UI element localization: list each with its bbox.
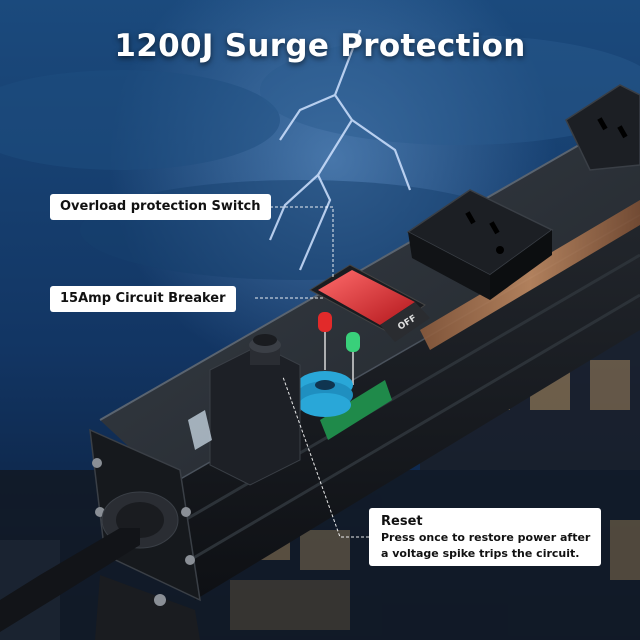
blue-coil (297, 371, 353, 417)
overload-leader-line (270, 206, 334, 277)
reset-callout-line-2: a voltage spike trips the circuit. (381, 547, 580, 560)
headline-title: 1200J Surge Protection (114, 28, 526, 64)
outlet-2 (565, 84, 640, 171)
circuit-board (320, 380, 392, 440)
overload-switch-callout: Overload protection Switch (50, 194, 271, 220)
copper-bus-bar (420, 200, 640, 350)
mounting-bracket (95, 575, 200, 640)
reset-callout: Reset Press once to restore power after … (369, 508, 601, 566)
lightning-bolt (268, 29, 412, 271)
outlet-1 (406, 189, 554, 300)
reset-button (209, 334, 301, 486)
circuit-breaker-callout: 15Amp Circuit Breaker (50, 286, 236, 312)
red-led (318, 312, 332, 370)
reset-callout-line-1: Press once to restore power after (381, 531, 591, 544)
green-led (346, 332, 360, 385)
glass-fuse (188, 410, 212, 450)
overload-switch: OFF (309, 264, 430, 342)
reset-leader-line (282, 376, 369, 538)
power-cable (0, 491, 179, 632)
reset-callout-title: Reset (381, 514, 423, 529)
